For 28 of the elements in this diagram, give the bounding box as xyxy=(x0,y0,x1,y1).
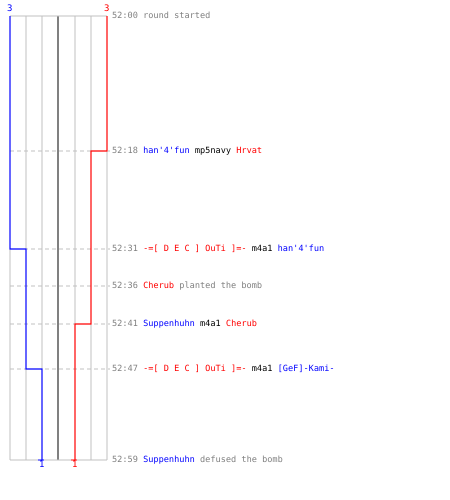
player-count: 3 xyxy=(104,4,110,14)
weapon-name: mp5navy xyxy=(194,146,232,156)
player-name: Cherub xyxy=(226,319,257,329)
weapon-name: m4a1 xyxy=(200,319,221,329)
timestamp: 52:00 xyxy=(112,11,138,21)
player-name: han'4'fun xyxy=(143,146,190,156)
timestamp: 52:59 xyxy=(112,455,138,465)
timestamp: 52:41 xyxy=(112,319,138,329)
event-text: planted the bomb xyxy=(179,281,262,291)
timestamp: 52:18 xyxy=(112,146,138,156)
player-name: Cherub xyxy=(143,281,174,291)
player-count: 1 xyxy=(72,460,78,470)
weapon-name: m4a1 xyxy=(252,244,272,254)
player-name: Hrvat xyxy=(236,146,262,156)
player-name: Suppenhuhn xyxy=(143,455,195,465)
event-text: round started xyxy=(143,11,210,21)
player-name: -=[ D E C ] OuTi ]=- xyxy=(143,364,247,374)
player-name: -=[ D E C ] OuTi ]=- xyxy=(143,244,247,254)
player-name: [GeF]-Kami- xyxy=(278,364,335,374)
timestamp: 52:31 xyxy=(112,244,138,254)
player-name: Suppenhuhn xyxy=(143,319,195,329)
timestamp: 52:36 xyxy=(112,281,138,291)
event-text: defused the bomb xyxy=(200,455,283,465)
player-count: 1 xyxy=(39,460,44,470)
player-name: han'4'fun xyxy=(278,244,324,254)
timestamp: 52:47 xyxy=(112,364,138,374)
weapon-name: m4a1 xyxy=(252,364,272,374)
player-count: 3 xyxy=(7,4,12,14)
